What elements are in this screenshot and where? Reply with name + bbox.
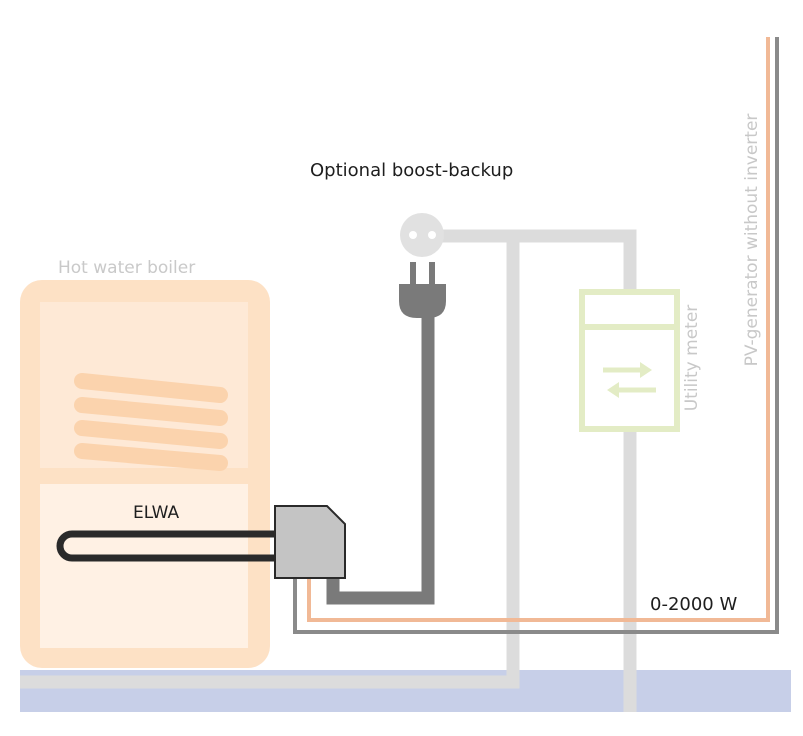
boost-backup-label: Optional boost-backup <box>310 160 514 181</box>
power-range-label: 0-2000 W <box>650 594 738 615</box>
utility-meter <box>579 289 680 432</box>
elwa-controller <box>274 505 346 579</box>
heat-exchanger-coil <box>74 373 228 471</box>
boost-cable <box>326 316 435 605</box>
elwa-label: ELWA <box>133 503 180 523</box>
power-plug-icon <box>399 262 446 318</box>
power-socket-icon <box>400 213 444 257</box>
boiler-inner-bottom <box>40 484 248 648</box>
boiler-label: Hot water boiler <box>58 258 196 278</box>
utility-cables <box>20 229 637 712</box>
elwa-heating-rod <box>56 530 280 562</box>
pv-generator-label: PV-generator without inverter <box>742 113 762 367</box>
utility-meter-label: Utility meter <box>682 304 702 412</box>
meter-arrows-icon <box>603 362 656 398</box>
pv-cables <box>293 37 779 634</box>
